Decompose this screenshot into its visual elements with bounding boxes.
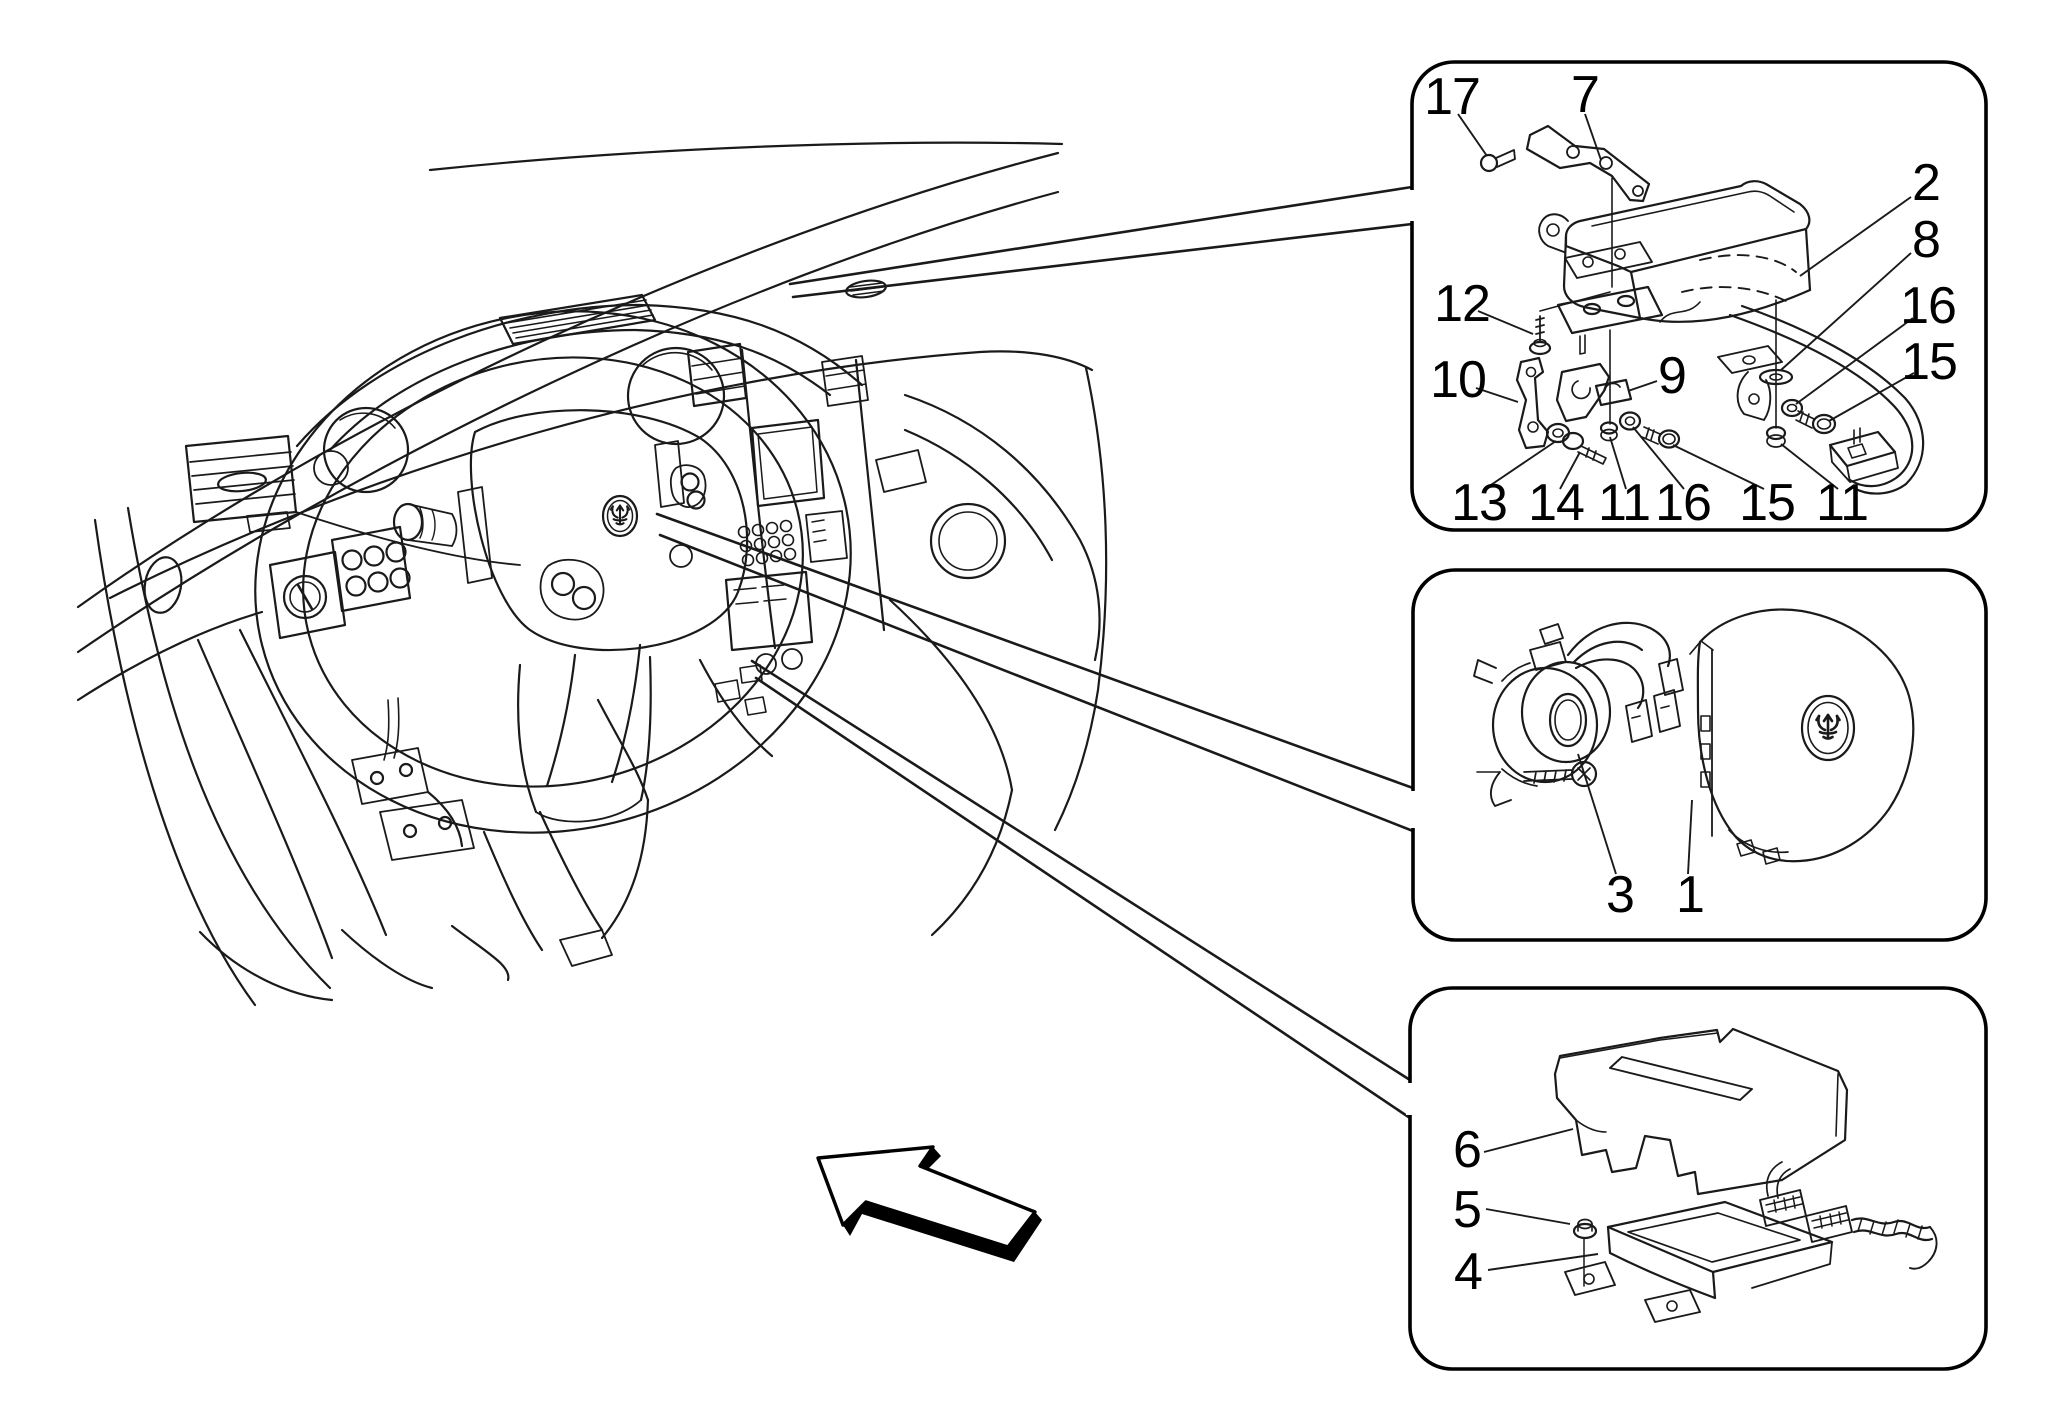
part-label-5: 5 [1453, 1181, 1482, 1239]
callout-panel-top-border [1410, 60, 1988, 532]
callout-panel-middle-border [1411, 568, 1988, 942]
callout-leader-lines [655, 185, 1415, 1120]
part-label-16: 16 [1900, 277, 1957, 335]
callout-panel-borders [1408, 60, 1988, 1371]
direction-arrow [816, 1145, 1042, 1262]
passenger-airbag-exploded-drawing [1479, 124, 1925, 495]
callout-panel-bottom-border [1408, 986, 1988, 1371]
panel-top-label-leaders [1457, 113, 1915, 490]
part-label-8: 8 [1912, 211, 1941, 269]
part-label-1: 1 [1676, 866, 1705, 924]
part-label-14: 14 [1528, 474, 1585, 532]
part-label-15b: 15 [1739, 474, 1796, 532]
maserati-trident-icon [609, 504, 631, 526]
part-label-9: 9 [1658, 347, 1687, 405]
part-label-17: 17 [1424, 68, 1481, 126]
panel-bottom-label-leaders [1483, 1128, 1599, 1271]
part-label-4: 4 [1454, 1243, 1483, 1301]
part-label-3: 3 [1606, 866, 1635, 924]
maserati-trident-icon [1815, 713, 1841, 740]
part-label-12: 12 [1434, 275, 1491, 333]
dashboard-line-art [76, 141, 1108, 1007]
driver-airbag-drawing [1473, 608, 1915, 865]
part-label-2: 2 [1912, 154, 1941, 212]
border-gaps [1406, 190, 1417, 1115]
part-label-6: 6 [1453, 1121, 1482, 1179]
part-label-16b: 16 [1655, 474, 1712, 532]
part-label-10: 10 [1430, 351, 1487, 409]
part-label-15: 15 [1901, 333, 1958, 391]
part-label-13: 13 [1451, 474, 1508, 532]
part-label-7: 7 [1571, 66, 1600, 124]
airbag-ecu-drawing [1553, 1027, 1938, 1323]
part-label-11: 11 [1598, 474, 1651, 532]
panel-middle-label-leaders [1577, 753, 1693, 875]
part-label-11b: 11 [1816, 474, 1869, 532]
